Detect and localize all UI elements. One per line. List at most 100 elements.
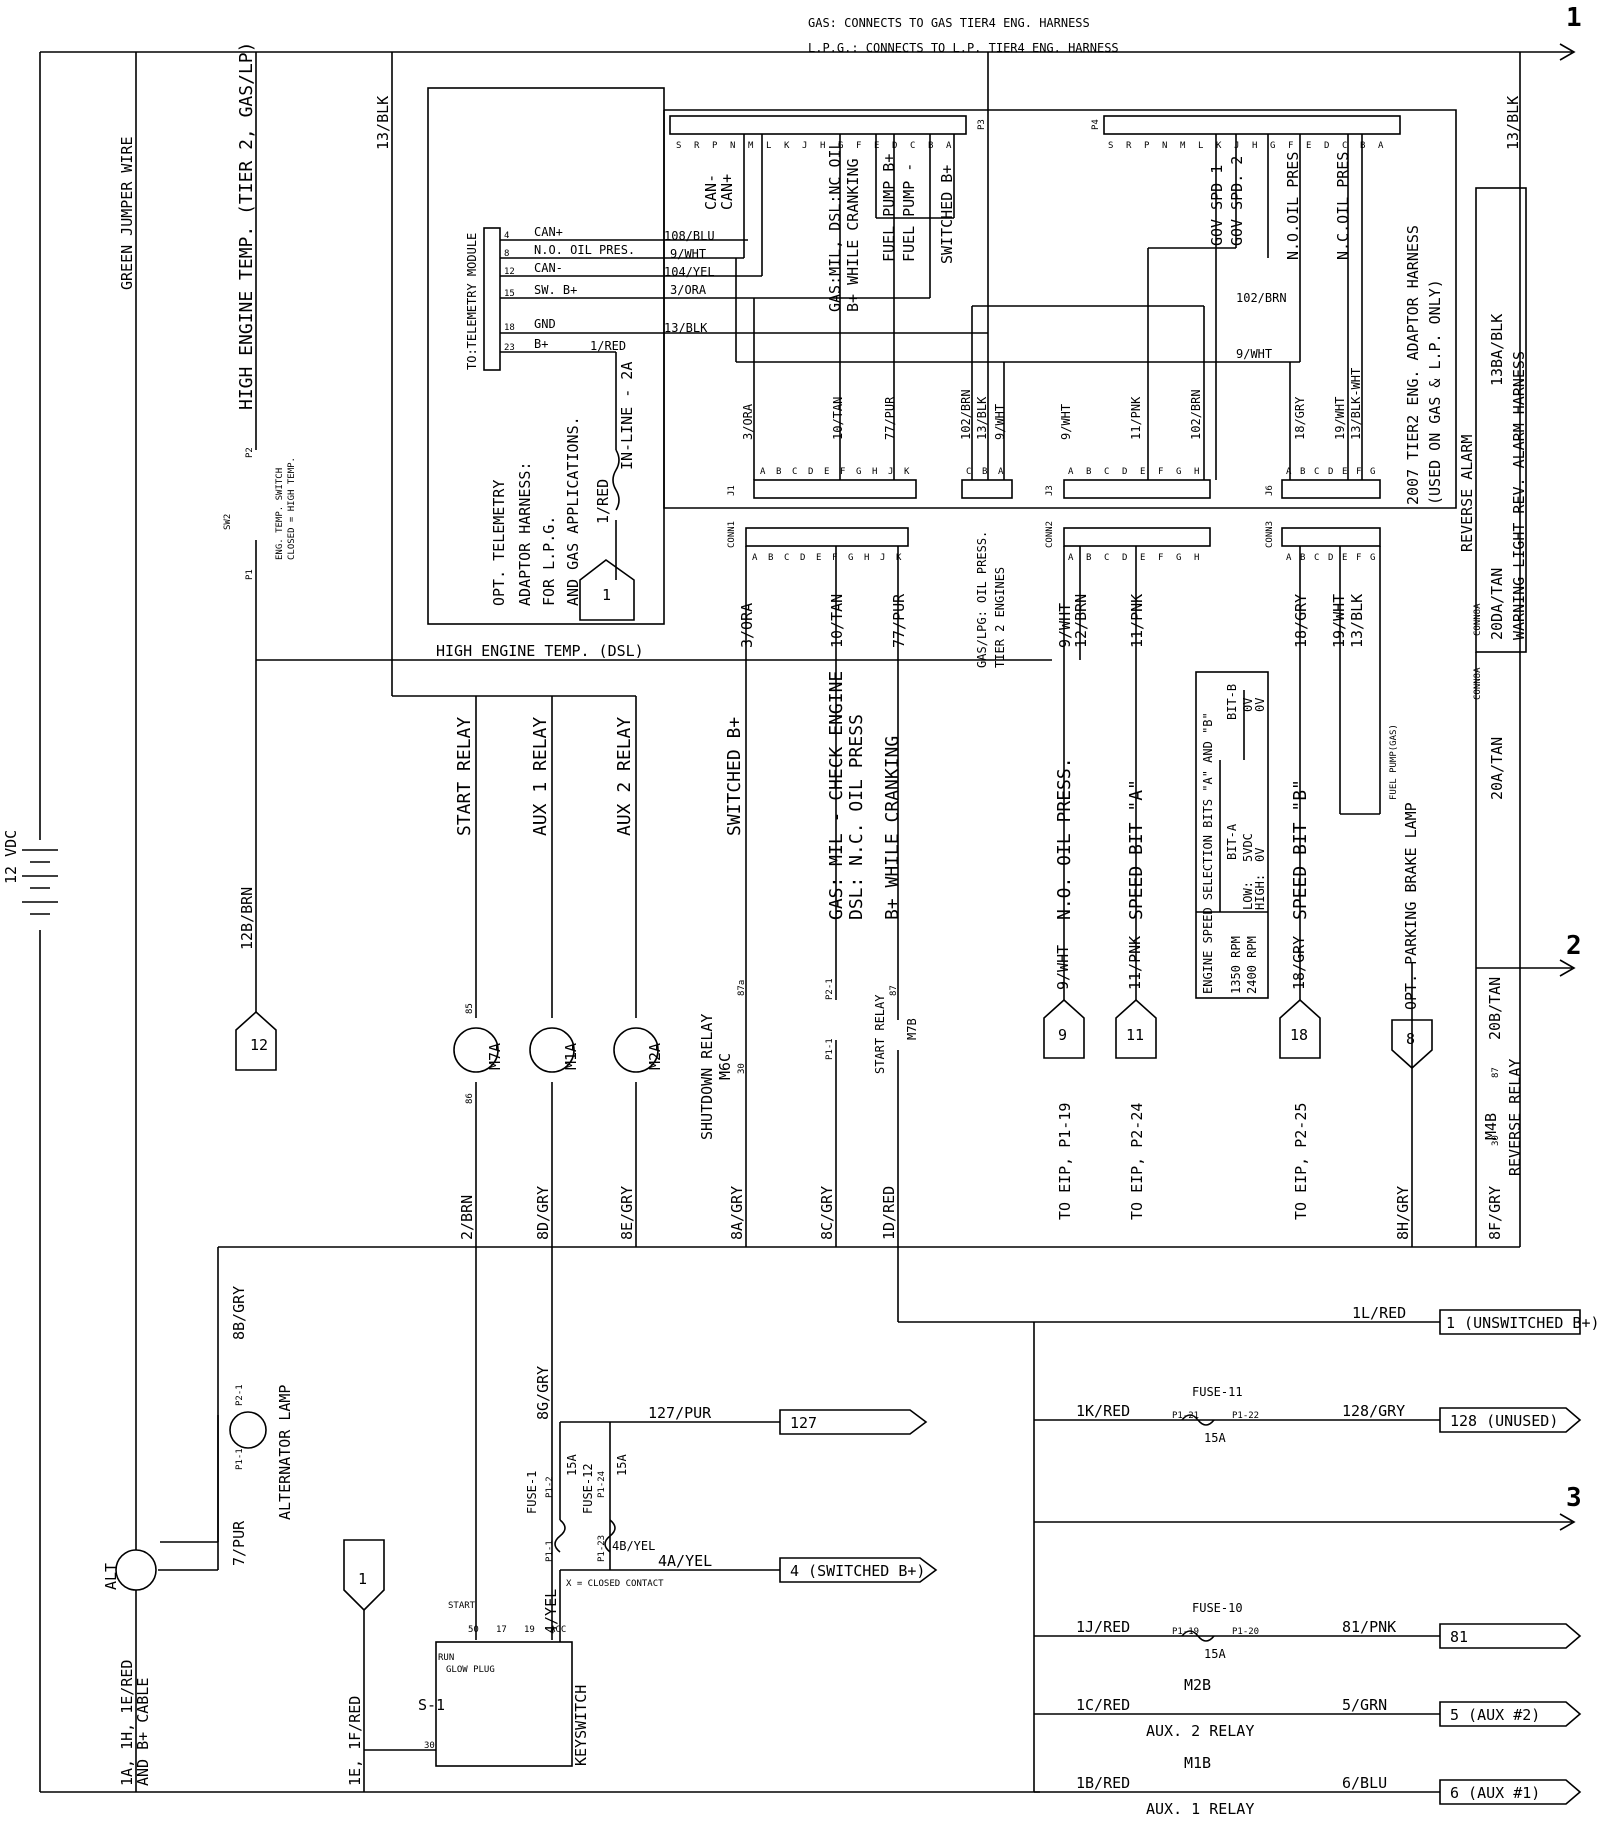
svg-text:10/TAN: 10/TAN <box>831 397 845 440</box>
svg-text:19/WHT: 19/WHT <box>1333 397 1347 440</box>
svg-text:OPT. PARKING BRAKE LAMP: OPT. PARKING BRAKE LAMP <box>1402 802 1420 1010</box>
svg-text:2400 RPM: 2400 RPM <box>1245 936 1259 994</box>
svg-text:FUEL PUMP B+: FUEL PUMP B+ <box>880 154 898 262</box>
gas-lpg-oil: GAS/LPG: OIL PRESS. <box>975 531 989 668</box>
svg-text:1J/RED: 1J/RED <box>1076 1618 1130 1636</box>
tab-5 <box>1439 1701 1582 1727</box>
conn2-pin-h: H <box>1194 553 1199 563</box>
svg-text:77/PUR: 77/PUR <box>890 593 908 648</box>
svg-text:15A: 15A <box>615 1454 629 1476</box>
j1-pin-k: K <box>904 467 910 477</box>
svg-text:SW. B+: SW. B+ <box>534 283 577 297</box>
j1-pin-c: C <box>792 467 797 477</box>
svg-text:8: 8 <box>504 249 509 259</box>
svg-text:(USED ON GAS & L.P. ONLY): (USED ON GAS & L.P. ONLY) <box>1426 279 1444 505</box>
conn2-pin-c: C <box>1104 553 1109 563</box>
tab-12 <box>235 1010 277 1071</box>
wire-7pur: 7/PUR <box>230 1520 248 1566</box>
svg-text:6/BLU: 6/BLU <box>1342 1774 1387 1792</box>
svg-text:15A: 15A <box>565 1454 579 1476</box>
tab-8 <box>1391 1019 1433 1070</box>
conn2-pin-f: F <box>1158 553 1163 563</box>
conn1-pin-h: H <box>864 553 869 563</box>
svg-text:M1B: M1B <box>1184 1754 1211 1772</box>
svg-text:WARNING LIGHT-REV. ALARM HARNE: WARNING LIGHT-REV. ALARM HARNESS <box>1510 351 1528 640</box>
svg-text:13/BLK: 13/BLK <box>975 396 989 440</box>
svg-text:GLOW PLUG: GLOW PLUG <box>446 1665 495 1675</box>
conn-1-left: 1 <box>358 1570 367 1588</box>
svg-text:P1-21: P1-21 <box>1172 1411 1199 1421</box>
svg-text:FUSE-12: FUSE-12 <box>581 1463 595 1514</box>
inline-fuse: IN-LINE - 2A <box>618 362 636 470</box>
p4-pin-a: A <box>1378 141 1384 151</box>
svg-text:P1-2: P1-2 <box>545 1476 555 1498</box>
svg-text:HIGH:: HIGH: <box>1253 874 1267 910</box>
j6-pin-g: G <box>1370 467 1375 477</box>
svg-text:11/PNK: 11/PNK <box>1129 396 1143 440</box>
j3-pin-c: C <box>1104 467 1109 477</box>
conn3-pin-a: A <box>1286 553 1292 563</box>
p3-pin-m: M <box>748 141 754 151</box>
svg-text:GAS:MIL, DSL:NC OIL: GAS:MIL, DSL:NC OIL <box>826 140 844 312</box>
svg-text:102/BRN: 102/BRN <box>1189 389 1203 440</box>
j1-pin-f: F <box>840 467 845 477</box>
svg-text:18: 18 <box>504 323 515 333</box>
conn1-pin-c: C <box>784 553 789 563</box>
wiring <box>22 43 1576 1793</box>
j3-pin-f: F <box>1158 467 1163 477</box>
svg-text:2007 TIER2 ENG. ADAPTOR HARNES: 2007 TIER2 ENG. ADAPTOR HARNESS <box>1404 225 1422 505</box>
p4-pin-g: G <box>1270 141 1275 151</box>
p3-pin-j: J <box>802 141 807 151</box>
tab-9 <box>1043 998 1085 1059</box>
j2-pin-c: C <box>966 467 971 477</box>
sheet-ref-2: 2 <box>1566 931 1582 961</box>
svg-text:5 (AUX #2): 5 (AUX #2) <box>1450 1706 1540 1724</box>
svg-text:M4B: M4B <box>1482 1113 1500 1140</box>
j1-pin-d: D <box>808 467 813 477</box>
svg-text:M2B: M2B <box>1184 1676 1211 1694</box>
conn3-pin-g: G <box>1370 553 1375 563</box>
svg-text:AND GAS APPLICATIONS.: AND GAS APPLICATIONS. <box>564 416 582 606</box>
p3-pin-n: N <box>730 141 735 151</box>
conn1-pin-e: E <box>816 553 821 563</box>
svg-text:9: 9 <box>1058 1026 1067 1044</box>
svg-text:DSL: N.C. OIL PRESS: DSL: N.C. OIL PRESS <box>846 714 867 920</box>
p4-pin-h: H <box>1252 141 1257 151</box>
svg-text:15: 15 <box>504 289 515 299</box>
j6-pin-e: E <box>1342 467 1347 477</box>
b-cable-2: AND B+ CABLE <box>134 1678 152 1786</box>
svg-text:1350 RPM: 1350 RPM <box>1229 936 1243 994</box>
svg-text:30: 30 <box>1491 1135 1501 1146</box>
svg-text:4/YEL: 4/YEL <box>542 1589 560 1634</box>
svg-text:102/BRN: 102/BRN <box>959 389 973 440</box>
conn3-pin-e: E <box>1342 553 1347 563</box>
tab-1-telemetry <box>579 559 635 621</box>
conn1-pin-g: G <box>848 553 853 563</box>
svg-text:N.O.OIL PRES: N.O.OIL PRES <box>1284 152 1302 260</box>
svg-text:REVERSE RELAY: REVERSE RELAY <box>1506 1059 1524 1176</box>
svg-text:AUX 1 RELAY: AUX 1 RELAY <box>530 717 551 836</box>
svg-text:13/BLK-WHT: 13/BLK-WHT <box>1349 368 1363 440</box>
svg-text:3/ORA: 3/ORA <box>670 283 707 297</box>
svg-text:P1-22: P1-22 <box>1232 1411 1259 1421</box>
conn3-pin-b: B <box>1300 553 1305 563</box>
svg-text:20A/TAN: 20A/TAN <box>1488 737 1506 800</box>
svg-text:AUX 2 RELAY: AUX 2 RELAY <box>614 717 635 836</box>
svg-text:CONN8A: CONN8A <box>1473 667 1483 700</box>
svg-text:SHUTDOWN RELAY: SHUTDOWN RELAY <box>698 1014 716 1140</box>
svg-text:20B/TAN: 20B/TAN <box>1486 977 1504 1040</box>
sheet-ref-1: 1 <box>1566 3 1582 33</box>
svg-text:4 (SWITCHED B+): 4 (SWITCHED B+) <box>790 1562 925 1580</box>
svg-text:9/WHT: 9/WHT <box>1056 603 1074 648</box>
svg-text:50: 50 <box>468 1625 479 1635</box>
battery-label: 12 VDC <box>2 830 20 884</box>
p4-pin-m: M <box>1180 141 1186 151</box>
svg-text:RUN: RUN <box>438 1653 454 1663</box>
tab-128 <box>1439 1407 1582 1433</box>
svg-text:30: 30 <box>737 1063 747 1074</box>
tab-18 <box>1279 998 1321 1059</box>
p4-pin-r: R <box>1126 141 1132 151</box>
svg-text:0V: 0V <box>1241 698 1255 712</box>
alt-label: ALT <box>102 1563 120 1590</box>
svg-text:20DA/TAN: 20DA/TAN <box>1488 568 1506 640</box>
